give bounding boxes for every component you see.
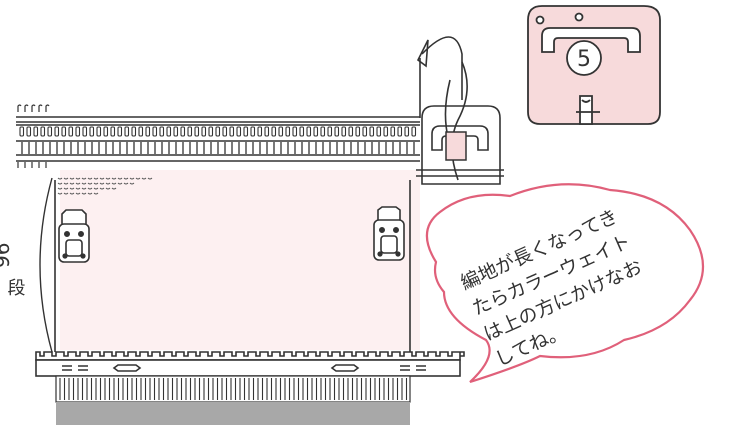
color-weight-detail bbox=[527, 5, 661, 125]
speech-bubble bbox=[425, 183, 705, 384]
fabric-stitch-texture bbox=[57, 177, 153, 195]
row-unit-label: 段 bbox=[5, 278, 26, 296]
color-weight-on-yarn bbox=[445, 131, 467, 161]
cast-on-comb bbox=[35, 351, 465, 377]
needle-bed bbox=[16, 116, 420, 162]
knitted-fabric bbox=[54, 180, 411, 352]
needle-butts bbox=[19, 126, 417, 137]
fabric-background-tint bbox=[60, 170, 420, 350]
weight-number-label: 5 bbox=[577, 47, 591, 72]
needle-shanks bbox=[21, 142, 415, 154]
length-measure-arc bbox=[39, 177, 53, 353]
comb-fringe bbox=[55, 375, 411, 403]
knitted-hem-band bbox=[56, 402, 410, 425]
claw-weight-right bbox=[373, 206, 405, 261]
claw-weight-left bbox=[58, 209, 90, 263]
left-needle-hooks bbox=[17, 104, 50, 168]
row-count-label: 96 bbox=[0, 243, 14, 268]
